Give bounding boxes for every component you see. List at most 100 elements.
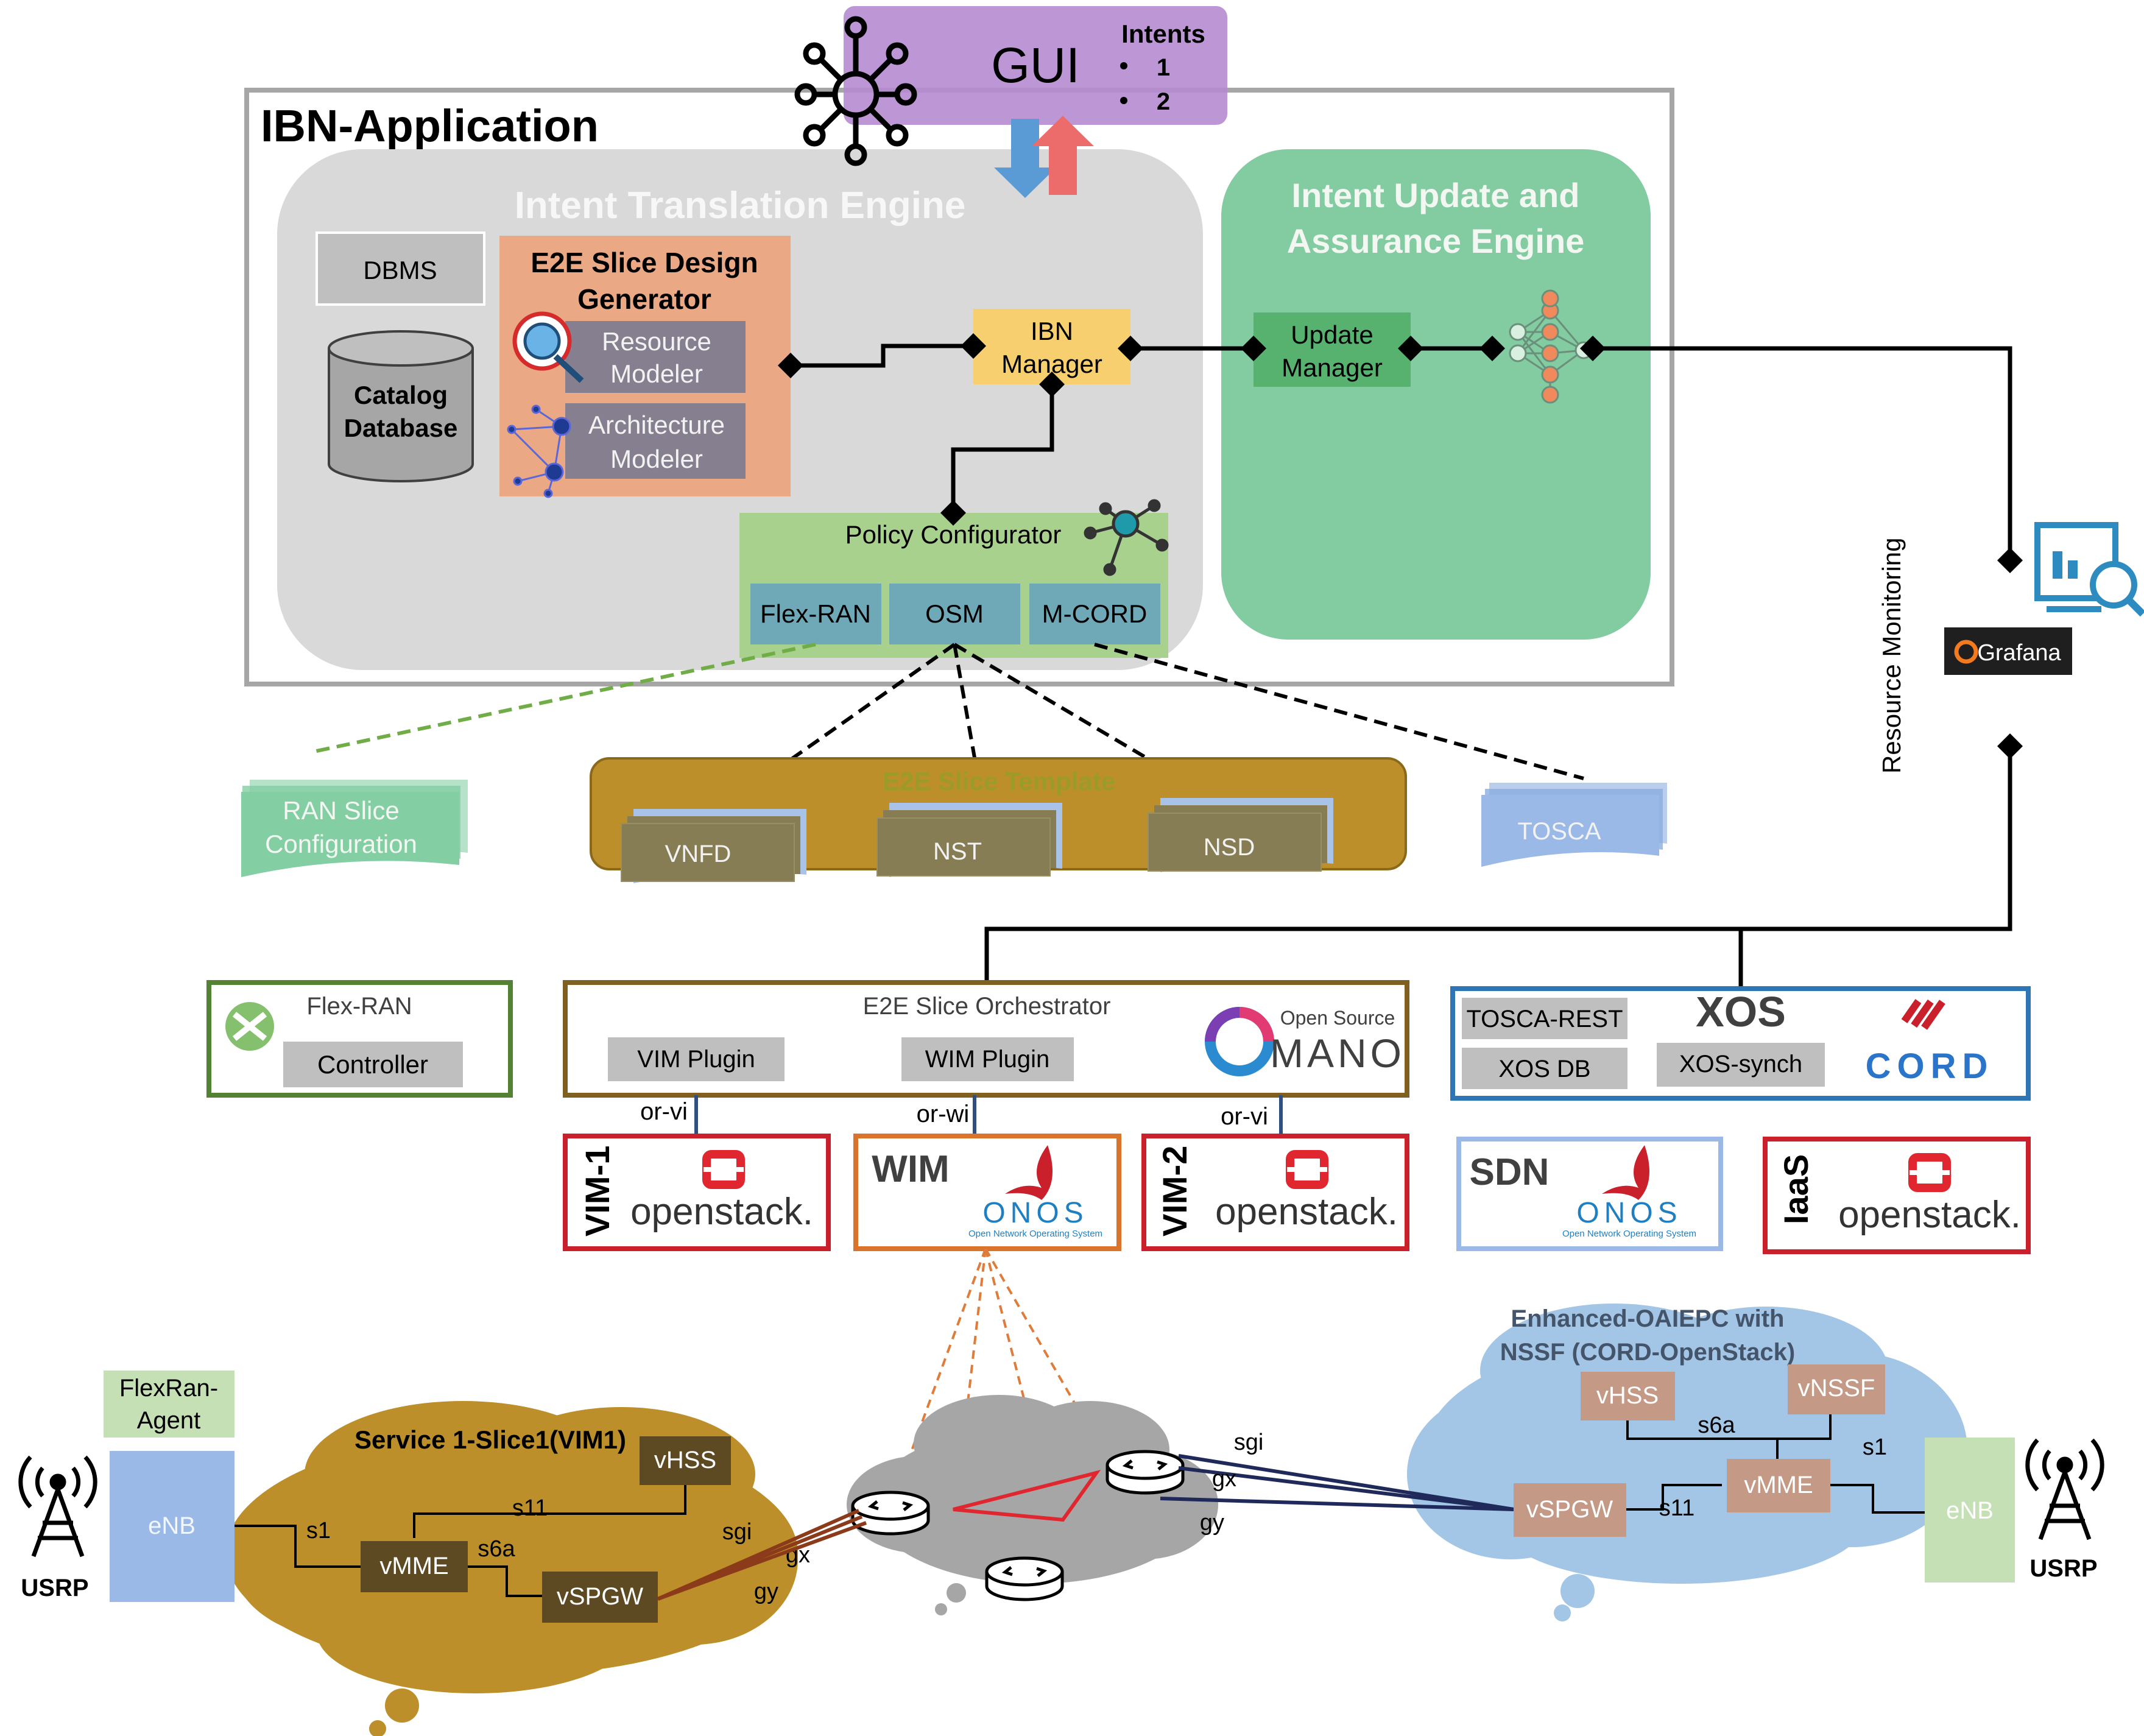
connector-ibn-policy (940, 372, 1065, 526)
epc-vhss-box (1581, 1372, 1675, 1420)
sdn-label: SDN (1470, 1151, 1550, 1193)
architecture-modeler-2: Modeler (610, 445, 703, 473)
enb-right-label: eNB (1946, 1497, 1994, 1524)
ibn-manager-2: Manager (1001, 350, 1102, 378)
osm-mano-logo-icon (1205, 1007, 1274, 1076)
openstack-logo-icon-3 (1908, 1153, 1951, 1192)
dbms-label: DBMS (363, 256, 437, 284)
enb-left-box (110, 1451, 234, 1602)
cord-logo-icon (1901, 999, 1945, 1030)
wim-box (853, 1134, 1121, 1251)
flexran-agent-box (104, 1371, 234, 1438)
vim-plugin-box (608, 1037, 785, 1081)
xos-db-box (1462, 1048, 1627, 1089)
architecture-modeler-box (565, 403, 746, 479)
wan-sgi: sgi (1234, 1430, 1264, 1455)
ite-title: Intent Translation Engine (515, 185, 966, 227)
enb-right-box (1925, 1438, 2015, 1583)
router-icon-3 (985, 1556, 1064, 1601)
intent-1: 1 (1157, 54, 1170, 81)
plugin-mcord-label: M-CORD (1042, 599, 1148, 628)
slice-gy: gy (754, 1579, 778, 1604)
slice-vhss-box (640, 1436, 731, 1485)
wim-onos-sub: Open Network Operating System (968, 1229, 1102, 1239)
epc-vmme-label: vMME (1744, 1472, 1813, 1498)
ran-slice-configuration-doc (241, 780, 468, 877)
update-manager-1: Update (1291, 320, 1373, 349)
mano-top-label: Open Source (1280, 1007, 1395, 1029)
epc-vnssf-box (1788, 1364, 1885, 1414)
flexran-agent-1: FlexRan- (119, 1375, 218, 1402)
antenna-icon-left (18, 1455, 97, 1558)
plugin-flexran (750, 584, 881, 644)
catalog-label-2: Database (344, 414, 458, 442)
slice-vmme-box (361, 1541, 468, 1592)
flexran-logo-icon (225, 1002, 274, 1051)
wim-onos: ONOS (982, 1197, 1088, 1229)
intent-update-assurance-engine (1221, 149, 1651, 640)
intent-2: 2 (1157, 88, 1170, 115)
nst-label: NST (933, 838, 982, 865)
nsd-label: NSD (1204, 834, 1255, 861)
resource-modeler-2: Modeler (610, 359, 703, 388)
ran-slice-label-2: Configuration (265, 830, 417, 858)
up-arrow-icon (1032, 116, 1094, 195)
gui-title: GUI (991, 38, 1080, 93)
sdn-onos: ONOS (1576, 1197, 1682, 1229)
ran-slice-label-1: RAN Slice (283, 796, 399, 825)
tosca-doc (1481, 783, 1667, 867)
epc-s11: s11 (1659, 1495, 1694, 1521)
neural-network-icon (1509, 289, 1593, 404)
epc-title-2: NSSF (CORD-OpenStack) (1500, 1339, 1796, 1366)
onos-bird-icon (1005, 1145, 1053, 1200)
orchestrator-title: E2E Slice Orchestrator (863, 993, 1111, 1020)
iaas-box (1763, 1137, 2031, 1254)
cord-label: CORD (1866, 1046, 1994, 1086)
plugin-mcord (1029, 584, 1160, 644)
epc-s1: s1 (1863, 1434, 1887, 1460)
onos-bird-icon-2 (1602, 1145, 1649, 1200)
iaas-label: IaaS (1777, 1154, 1815, 1224)
wim-plugin-box (901, 1037, 1074, 1081)
down-arrow-icon (994, 119, 1056, 198)
connector-design-ibn (778, 333, 986, 378)
wan-gy: gy (1200, 1510, 1224, 1536)
grafana-badge (1944, 627, 2072, 675)
vim2-openstack: openstack. (1215, 1191, 1398, 1233)
slice-vspgw-box (542, 1572, 658, 1623)
wan-triangle (953, 1470, 1101, 1522)
connector-nn-monitoring (1580, 336, 2023, 573)
epc-vhss-label: vHSS (1596, 1382, 1659, 1409)
vim-plugin-label: VIM Plugin (637, 1046, 755, 1073)
plugin-flexran-label: Flex-RAN (760, 599, 871, 628)
catalog-database (328, 330, 474, 482)
iaas-openstack: openstack. (1838, 1194, 2021, 1236)
controller-label: Controller (317, 1050, 428, 1079)
interface-or-vi-2: or-vi (1221, 1103, 1268, 1130)
usrp-left-label: USRP (21, 1575, 88, 1601)
epc-vspgw-label: vSPGW (1526, 1496, 1613, 1523)
vim1-label: VIM-1 (578, 1146, 616, 1237)
plugin-osm (889, 584, 1020, 644)
slice-s6a: s6a (478, 1536, 515, 1562)
flexran-agent-2: Agent (137, 1407, 201, 1434)
enb-left-label: eNB (148, 1512, 196, 1539)
tosca-label: TOSCA (1517, 818, 1601, 845)
nsd-doc (1148, 798, 1333, 872)
resource-search-icon (512, 311, 584, 383)
vnfd-label: VNFD (665, 841, 732, 867)
sdn-onos-sub: Open Network Operating System (1562, 1229, 1696, 1239)
flexran-title: Flex-RAN (306, 993, 412, 1020)
epc-vspgw-box (1514, 1483, 1626, 1537)
router-icon-1 (851, 1491, 930, 1536)
tosca-rest-box (1462, 998, 1627, 1039)
ibn-application-title: IBN-Application (261, 101, 599, 151)
controller-box (283, 1042, 463, 1087)
slice-vhss-label: vHSS (654, 1447, 716, 1473)
epc-s6a: s6a (1698, 1413, 1735, 1438)
vnfd-doc (621, 809, 806, 883)
interface-or-vi-1: or-vi (640, 1098, 688, 1125)
e2e-design-title-2: Generator (577, 283, 711, 315)
gui-network-icon (794, 16, 917, 166)
